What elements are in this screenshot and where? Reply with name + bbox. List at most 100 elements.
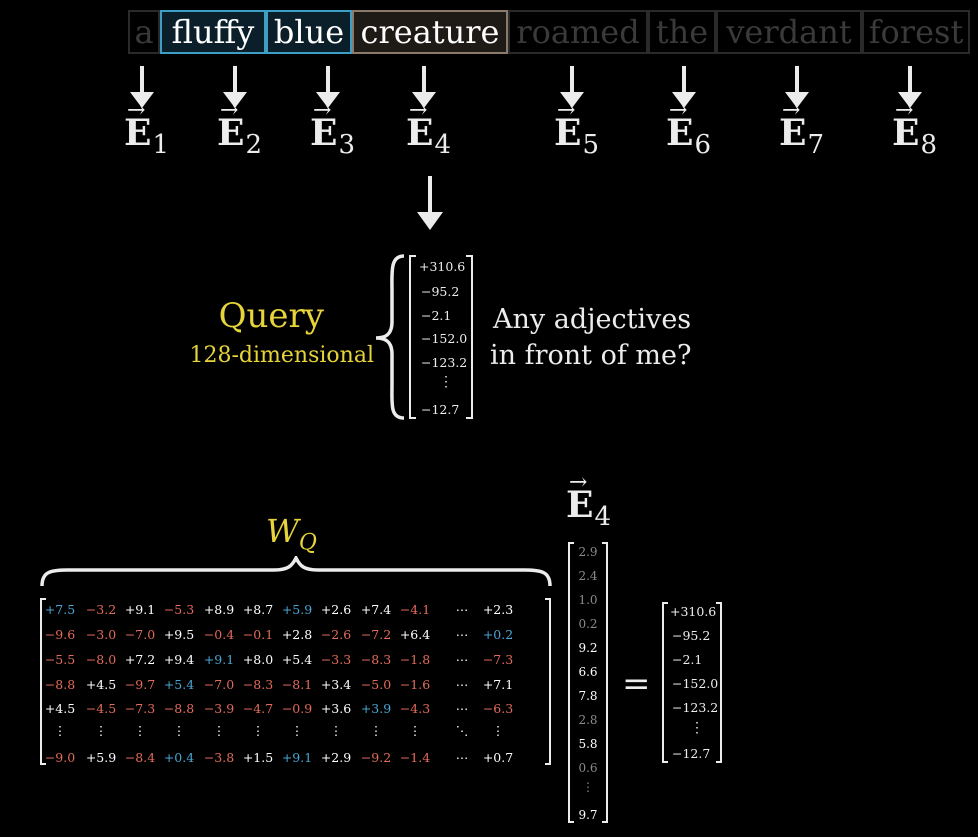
query-value: −152.0: [421, 331, 468, 346]
query-subtitle: 128-dimensional: [189, 343, 375, 368]
e4-value: 9.7: [578, 808, 598, 822]
embedding-e5: →E5: [554, 98, 599, 160]
wq-cell: +1.5: [242, 750, 274, 765]
e4-vector-label: →E4: [566, 470, 611, 532]
e4-value: 0.6: [578, 761, 598, 775]
embedding-e7: →E7: [779, 98, 824, 160]
result-value: −2.1: [672, 652, 703, 667]
query-bracket: [375, 254, 473, 420]
embedding-e4: →E4: [406, 98, 451, 160]
token-the: the: [648, 10, 716, 54]
wq-cell: +2.8: [281, 627, 313, 642]
wq-cell: +0.7: [482, 750, 514, 765]
wq-cell: ⋮: [212, 723, 226, 738]
wq-cell: −1.8: [399, 652, 431, 667]
token-creature: creature: [352, 10, 508, 54]
query-value: −12.7: [421, 402, 460, 417]
result-value: −152.0: [672, 676, 719, 691]
query-question-line2: in front of me?: [490, 340, 692, 371]
e4-value: ⋮: [582, 780, 594, 794]
wq-cell: +3.4: [320, 677, 352, 692]
wq-cell: −8.8: [44, 677, 76, 692]
wq-cell: ⋱: [455, 723, 469, 738]
result-value: ⋮: [690, 720, 704, 736]
wq-cell: −4.1: [399, 602, 431, 617]
e4-value: 2.8: [578, 713, 598, 727]
wq-cell: ⋮: [94, 723, 108, 738]
wq-cell: +8.0: [242, 652, 274, 667]
e4-value: 2.9: [578, 545, 598, 559]
wq-cell: +2.6: [320, 602, 352, 617]
embedding-arrows: [130, 66, 922, 230]
wq-cell: −8.1: [281, 677, 313, 692]
e4-value: 7.8: [578, 689, 598, 703]
arrow-down-icon: [316, 66, 340, 108]
wq-cell: +3.9: [360, 701, 392, 716]
embedding-e6: →E6: [666, 98, 711, 160]
wq-cell: +5.4: [281, 652, 313, 667]
e4-value: 1.0: [578, 593, 598, 607]
equals-sign: =: [622, 664, 651, 704]
wq-cell: +6.4: [399, 627, 431, 642]
wq-cell: ⋮: [329, 723, 343, 738]
arrow-down-icon: [417, 176, 443, 230]
wq-cell: ⋮: [172, 723, 186, 738]
wq-bracket: [40, 598, 551, 765]
wq-cell: +4.5: [44, 701, 76, 716]
wq-cell: −5.0: [360, 677, 392, 692]
embedding-e2: →E2: [217, 98, 262, 160]
wq-cell: −8.8: [163, 701, 195, 716]
wq-cell: ⋯: [455, 701, 469, 716]
token-verdant: verdant: [716, 10, 862, 54]
arrow-down-icon: [223, 66, 247, 108]
wq-cell: −1.6: [399, 677, 431, 692]
wq-cell: +9.1: [124, 602, 156, 617]
e4-value: 6.6: [578, 665, 598, 679]
wq-cell: +7.1: [482, 677, 514, 692]
e4-bracket: [568, 542, 608, 823]
wq-cell: −9.2: [360, 750, 392, 765]
wq-cell: −7.3: [482, 652, 514, 667]
wq-cell: −3.8: [203, 750, 235, 765]
wq-cell: −5.5: [44, 652, 76, 667]
wq-cell: −8.3: [360, 652, 392, 667]
wq-cell: +0.4: [163, 750, 195, 765]
query-value: ⋮: [439, 374, 453, 390]
wq-cell: ⋮: [408, 723, 422, 738]
wq-cell: −5.3: [163, 602, 195, 617]
embedding-e1: →E1: [124, 98, 169, 160]
token-roamed: roamed: [508, 10, 648, 54]
wq-cell: +8.7: [242, 602, 274, 617]
token-fluffy: fluffy: [160, 10, 266, 54]
wq-cell: −7.0: [124, 627, 156, 642]
result-bracket: [662, 602, 722, 763]
arrow-down-icon: [412, 66, 436, 108]
wq-cell: +9.5: [163, 627, 195, 642]
embedding-e3: →E3: [310, 98, 355, 160]
arrow-down-icon: [130, 66, 154, 108]
wq-cell: +7.4: [360, 602, 392, 617]
wq-cell: ⋯: [455, 750, 469, 765]
result-value: −123.2: [672, 700, 719, 715]
wq-cell: ⋮: [369, 723, 383, 738]
e4-value: 2.4: [578, 569, 598, 583]
wq-brace: [40, 556, 552, 587]
query-value: −95.2: [421, 284, 460, 299]
wq-cell: −4.7: [242, 701, 274, 716]
result-value: −95.2: [672, 628, 711, 643]
wq-cell: +9.4: [163, 652, 195, 667]
wq-cell: ⋯: [455, 677, 469, 692]
token-blue: blue: [266, 10, 352, 54]
wq-cell: −7.3: [124, 701, 156, 716]
arrow-down-icon: [785, 66, 809, 108]
arrow-down-icon: [898, 66, 922, 108]
wq-cell: +2.9: [320, 750, 352, 765]
wq-cell: +3.6: [320, 701, 352, 716]
wq-cell: −8.0: [85, 652, 117, 667]
wq-cell: −8.4: [124, 750, 156, 765]
arrow-down-icon: [672, 66, 696, 108]
wq-cell: +7.5: [44, 602, 76, 617]
wq-cell: ⋮: [290, 723, 304, 738]
wq-cell: ⋮: [251, 723, 265, 738]
wq-cell: ⋯: [455, 627, 469, 642]
